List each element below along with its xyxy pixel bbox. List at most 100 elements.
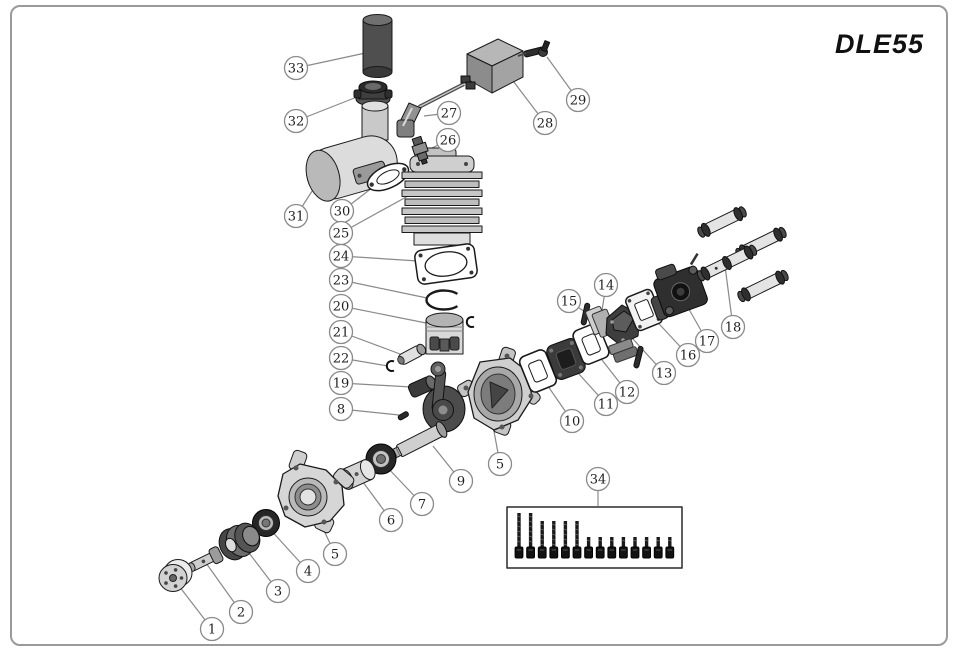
part-circlip-left <box>385 360 395 372</box>
svg-text:16: 16 <box>680 349 697 364</box>
part-muffler-extension <box>362 14 393 78</box>
screw <box>630 537 640 559</box>
callout-10: 10 <box>559 408 585 434</box>
screw <box>537 521 547 559</box>
part-crankshaft <box>387 385 466 461</box>
callout-17: 17 <box>694 328 720 354</box>
svg-text:23: 23 <box>333 274 350 289</box>
part-drive-hub <box>218 522 261 561</box>
part-cylinder-base-gasket <box>414 243 478 285</box>
svg-text:3: 3 <box>274 585 282 600</box>
callout-16: 16 <box>675 342 701 368</box>
screw <box>595 537 605 559</box>
callout-4: 4 <box>295 558 321 584</box>
svg-text:26: 26 <box>440 134 457 149</box>
part-front-bearing <box>252 509 280 537</box>
part-ignition-module <box>460 38 524 94</box>
callout-26: 26 <box>435 127 461 153</box>
part-screw-set <box>506 506 683 569</box>
callout-20: 20 <box>328 293 354 319</box>
part-piston-ring <box>425 289 459 311</box>
leader-line-25 <box>340 195 409 234</box>
part-exhaust-gasket <box>366 162 410 192</box>
svg-text:21: 21 <box>333 326 350 341</box>
svg-text:31: 31 <box>288 210 305 225</box>
svg-text:22: 22 <box>333 352 350 367</box>
callout-27: 27 <box>436 100 462 126</box>
leader-line-20 <box>340 305 442 327</box>
part-spark-plug <box>411 135 429 165</box>
callout-31: 31 <box>283 203 309 229</box>
part-circlip-right <box>465 316 475 328</box>
screw <box>514 513 524 559</box>
part-prop-drive-washer <box>158 559 193 592</box>
svg-text:11: 11 <box>598 398 615 413</box>
svg-text:34: 34 <box>590 473 607 488</box>
screw <box>642 537 652 559</box>
svg-text:10: 10 <box>564 415 581 430</box>
callout-2: 2 <box>228 599 254 625</box>
screw <box>584 537 594 559</box>
svg-text:7: 7 <box>418 498 426 513</box>
svg-text:4: 4 <box>304 565 312 580</box>
screw <box>665 537 675 559</box>
callout-30: 30 <box>329 198 355 224</box>
svg-text:15: 15 <box>561 295 578 310</box>
part-cylinder <box>401 147 483 246</box>
svg-text:12: 12 <box>619 386 636 401</box>
svg-text:6: 6 <box>387 514 395 529</box>
screw <box>549 521 559 559</box>
callout-13: 13 <box>651 360 677 386</box>
part-carburetor <box>650 252 708 321</box>
callout-15: 15 <box>556 288 582 314</box>
model-title: DLE55 <box>834 29 924 59</box>
part-main-bearing <box>365 443 397 475</box>
leader-line-24 <box>340 255 419 262</box>
svg-text:24: 24 <box>333 250 350 265</box>
callout-11: 11 <box>593 391 619 417</box>
callout-34: 34 <box>585 466 611 492</box>
svg-text:25: 25 <box>333 227 350 242</box>
part-standoff-bolts <box>696 206 789 303</box>
svg-text:1: 1 <box>208 623 216 638</box>
part-spark-plug-cap <box>396 102 422 138</box>
callout-6: 6 <box>378 507 404 533</box>
callout-5: 5 <box>322 541 348 567</box>
leader-line-33 <box>295 51 371 69</box>
callout-12: 12 <box>614 379 640 405</box>
callout-19: 19 <box>328 370 354 396</box>
callout-5: 5 <box>487 451 513 477</box>
svg-text:17: 17 <box>699 335 716 350</box>
part-insulator-block <box>546 338 586 380</box>
svg-text:5: 5 <box>496 458 504 473</box>
callout-1: 1 <box>199 616 225 642</box>
part-insulator-gasket <box>518 349 558 393</box>
screw <box>607 537 617 559</box>
svg-text:14: 14 <box>598 279 615 294</box>
callout-32: 32 <box>283 108 309 134</box>
svg-text:20: 20 <box>333 300 350 315</box>
part-piston <box>425 312 464 355</box>
svg-text:32: 32 <box>288 115 305 130</box>
leader-line-23 <box>340 279 428 299</box>
screw <box>572 521 582 559</box>
svg-text:18: 18 <box>725 321 742 336</box>
callout-25: 25 <box>328 220 354 246</box>
part-rod-bushing <box>407 375 437 398</box>
part-ignition-wire <box>418 82 465 109</box>
svg-text:29: 29 <box>570 94 587 109</box>
svg-text:30: 30 <box>334 205 351 220</box>
svg-text:33: 33 <box>288 62 305 77</box>
screw <box>561 521 570 559</box>
part-wrist-pin <box>397 343 427 365</box>
svg-text:28: 28 <box>537 117 554 132</box>
svg-text:19: 19 <box>333 377 350 392</box>
svg-text:9: 9 <box>457 475 465 490</box>
callout-24: 24 <box>328 243 354 269</box>
part-woodruff-key <box>397 411 409 421</box>
callout-3: 3 <box>265 578 291 604</box>
callout-18: 18 <box>720 314 746 340</box>
screw <box>619 537 628 559</box>
